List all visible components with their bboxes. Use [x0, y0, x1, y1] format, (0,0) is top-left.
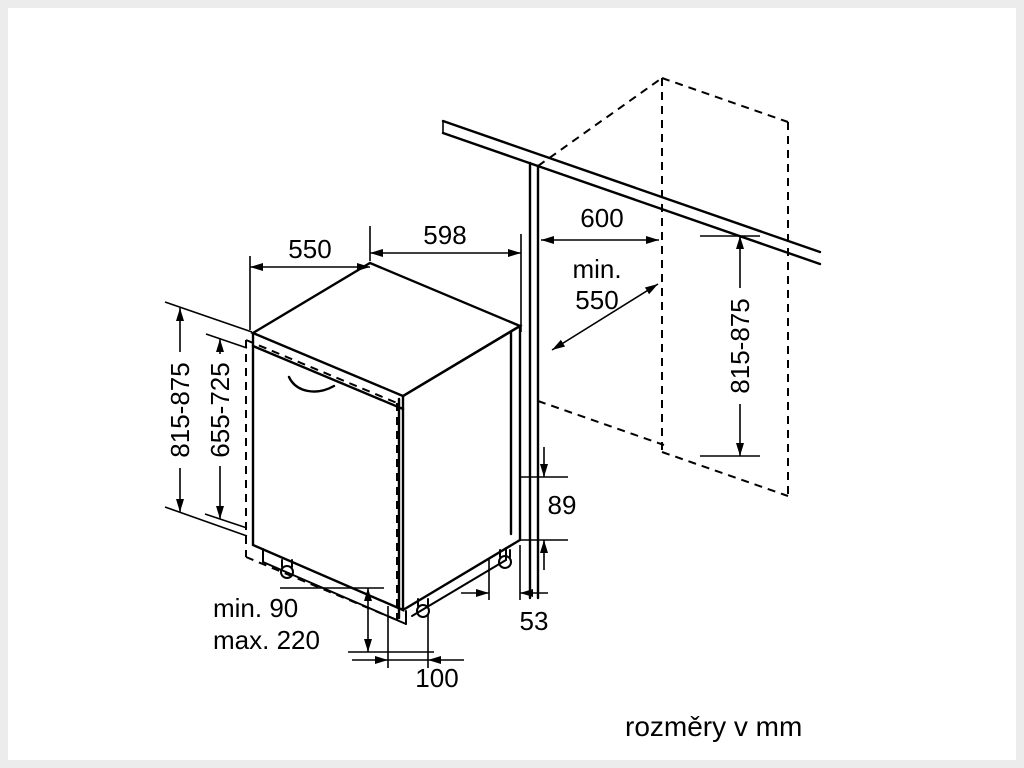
- adjustable-feet: [280, 549, 512, 618]
- dim-top-depth: 550: [249, 226, 371, 330]
- door-handle: [287, 375, 336, 393]
- cabinet-side-wall: [528, 161, 540, 600]
- dim-door-panel-height: 655-725: [204, 333, 248, 529]
- dim-niche-width: 600: [541, 203, 659, 244]
- dim-plinth-min-label: min. 90: [213, 593, 298, 623]
- dim-side-clearance-label: 53: [520, 606, 549, 636]
- dim-appliance-height-label: 815-875: [165, 362, 195, 457]
- dim-feet-adjust: 100: [352, 606, 464, 693]
- dim-top-width-label: 598: [423, 220, 466, 250]
- countertop: [441, 119, 822, 266]
- dim-plinth-clearance: min. 90 max. 220: [213, 587, 434, 655]
- dim-top-depth-label: 550: [288, 234, 331, 264]
- figure-caption: rozměry v mm: [625, 711, 802, 742]
- dim-appliance-height: 815-875: [164, 301, 253, 537]
- dim-top-width: 598: [370, 220, 522, 332]
- dim-niche-depth-label-line2: 550: [575, 285, 618, 315]
- dim-feet-adjust-label: 100: [415, 663, 458, 693]
- cabinet-niche-dashed: [537, 77, 789, 497]
- dim-niche-width-label: 600: [580, 203, 623, 233]
- dim-side-clearance: 53: [461, 545, 548, 636]
- dim-rear-clearance-label: 89: [548, 490, 577, 520]
- dim-niche-height: 815-875: [700, 235, 760, 457]
- dim-door-panel-height-label: 655-725: [205, 362, 235, 457]
- dishwasher-body: [250, 261, 523, 625]
- dim-niche-depth: min. 550: [551, 254, 659, 351]
- dim-niche-height-label: 815-875: [725, 298, 755, 393]
- dim-niche-depth-label-line1: min.: [572, 254, 621, 284]
- dim-plinth-max-label: max. 220: [213, 625, 320, 655]
- dim-rear-clearance: 89: [520, 447, 576, 570]
